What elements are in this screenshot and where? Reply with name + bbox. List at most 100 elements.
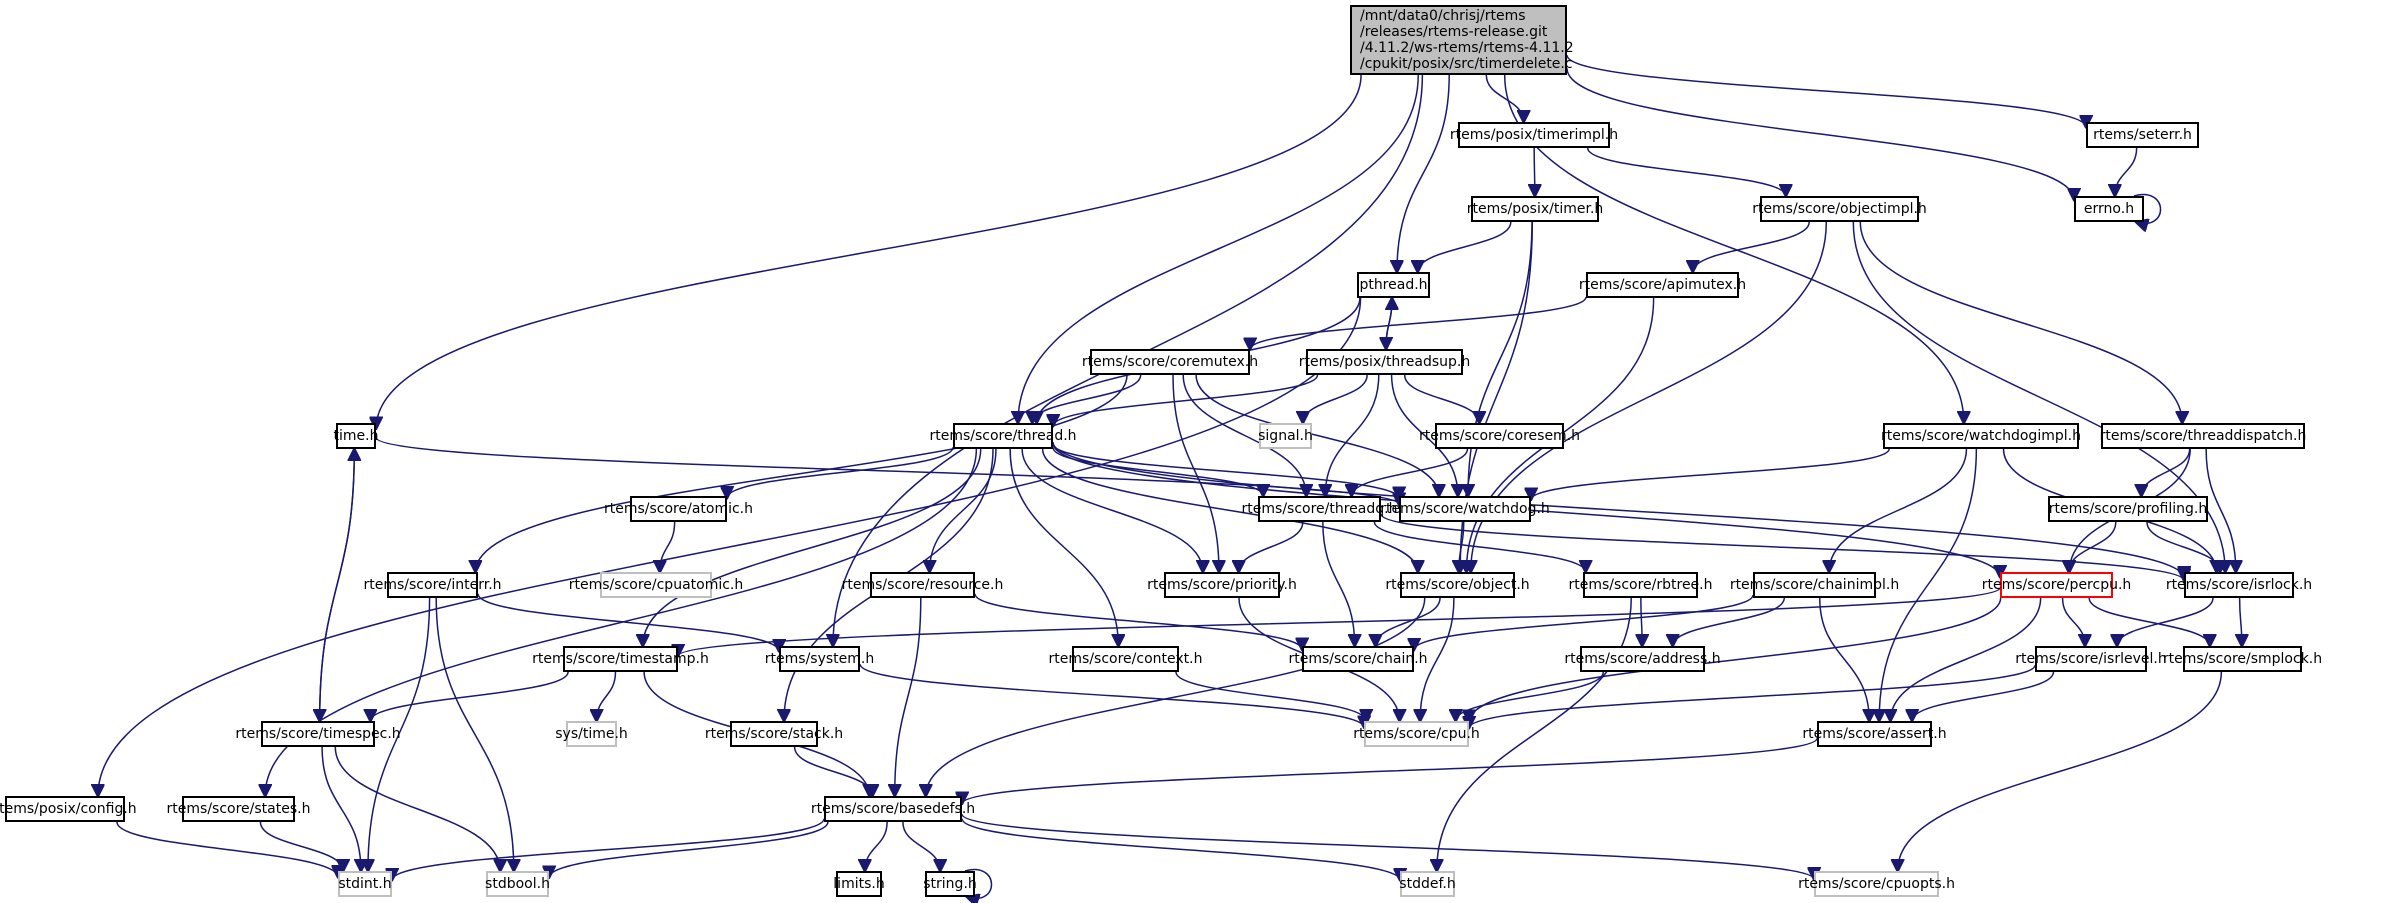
edge-assert-to-basedefs (962, 737, 1818, 803)
root-line: /mnt/data0/chrisj/rtems (1360, 8, 1526, 24)
edge-context-to-cpu (1175, 671, 1366, 721)
node-threadq[interactable]: rtems/score/threadq.h (1242, 496, 1397, 522)
node-watchdog[interactable]: rtems/score/watchdog.h (1380, 496, 1550, 522)
node-system[interactable]: rtems/system.h (765, 646, 874, 672)
edges-layer (98, 54, 2242, 899)
node-seterr[interactable]: rtems/seterr.h (2086, 122, 2199, 148)
edge-thread-to-resource (930, 448, 997, 572)
node-signal: signal.h (1258, 423, 1313, 449)
node-coremutex[interactable]: rtems/score/coremutex.h (1082, 349, 1258, 375)
edge-threadsup-to-threadq (1325, 374, 1380, 496)
edge-profiling-to-isrlock (2146, 521, 2220, 572)
node-stack[interactable]: rtems/score/stack.h (705, 721, 843, 747)
edge-object-to-basedefs (926, 597, 1426, 796)
root-file-node: /mnt/data0/chrisj/rtems /releases/rtems-… (1350, 5, 1574, 75)
root-line: /cpukit/posix/src/timerdelete.c (1360, 56, 1573, 72)
edge-coremutex-to-priority (1172, 374, 1219, 572)
node-context[interactable]: rtems/score/context.h (1049, 646, 1202, 672)
node-config[interactable]: rtems/posix/config.h (0, 796, 137, 822)
edge-object-to-chain (1375, 597, 1441, 646)
node-string[interactable]: string.h (923, 871, 977, 897)
edge-time-to-watchdog (375, 436, 1399, 504)
node-isrlock[interactable]: rtems/score/isrlock.h (2166, 572, 2312, 598)
edge-pthread-to-config (98, 297, 1362, 796)
edge-thread-to-object (1041, 448, 1418, 572)
edge-basedefs-to-string (902, 821, 940, 871)
node-percpu[interactable]: rtems/score/percpu.h (1982, 572, 2131, 598)
node-assert[interactable]: rtems/score/assert.h (1802, 721, 1947, 747)
edge-root-to-seterr (1566, 54, 2086, 127)
edge-threadq-to-isrlock (1380, 513, 2184, 580)
edge-chainimpl-to-chain (1414, 594, 1754, 650)
node-objectimpl[interactable]: rtems/score/objectimpl.h (1752, 196, 1927, 222)
edge-watchdog-to-object (1459, 521, 1464, 572)
edge-watchdogimpl-to-assert (1879, 448, 1978, 721)
edge-timestamp-to-timespec (370, 671, 569, 721)
node-apimutex[interactable]: rtems/score/apimutex.h (1579, 272, 1746, 298)
edge-root-to-timerimpl (1485, 74, 1523, 122)
edge-threadsup-to-coresem (1403, 374, 1480, 423)
node-time[interactable]: time.h (334, 423, 378, 449)
node-atomic[interactable]: rtems/score/atomic.h (604, 496, 753, 522)
node-threadsup[interactable]: rtems/posix/threadsup.h (1299, 349, 1470, 375)
node-chain[interactable]: rtems/score/chain.h (1288, 646, 1428, 672)
node-timerimpl[interactable]: rtems/posix/timerimpl.h (1450, 122, 1618, 148)
edge-isrlock-to-isrlevel (2117, 597, 2214, 646)
node-pthread[interactable]: pthread.h (1357, 272, 1430, 298)
edge-coremutex-to-watchdog (1195, 374, 1439, 496)
node-coresem[interactable]: rtems/score/coresem.h (1419, 423, 1580, 449)
node-interr[interactable]: rtems/score/interr.h (364, 572, 502, 598)
edge-basedefs-to-stdbool (549, 821, 829, 878)
node-priority[interactable]: rtems/score/priority.h (1147, 572, 1297, 598)
edge-timerimpl-to-objectimpl (1586, 147, 1786, 196)
edge-basedefs-to-limits (865, 821, 888, 871)
node-limits[interactable]: limits.h (833, 871, 885, 897)
node-isrlevel[interactable]: rtems/score/isrlevel.h (2015, 646, 2167, 672)
node-timer[interactable]: rtems/posix/timer.h (1467, 196, 1603, 222)
node-thread[interactable]: rtems/score/thread.h (929, 423, 1077, 449)
node-rbtree[interactable]: rtems/score/rbtree.h (1569, 572, 1713, 598)
node-timestamp[interactable]: rtems/score/timestamp.h (532, 646, 709, 672)
edge-timespec-to-time (318, 449, 355, 722)
edge-percpu-to-cpu (1469, 597, 2002, 722)
node-smplock[interactable]: rtems/score/smplock.h (2163, 646, 2322, 672)
edge-basedefs-to-cpuopts (961, 813, 1814, 879)
edge-thread-to-context (1009, 448, 1118, 646)
edge-apimutex-to-coremutex (1250, 296, 1587, 350)
edge-timerimpl-to-timer (1534, 147, 1535, 196)
node-chainimpl[interactable]: rtems/score/chainimpl.h (1730, 572, 1899, 598)
edge-chainimpl-to-address (1673, 597, 1786, 646)
edge-interr-to-system (477, 593, 779, 652)
root-line: /releases/rtems-release.git (1360, 24, 1548, 40)
edge-thread-to-isrlock (1052, 441, 2184, 578)
edge-string-to-string (965, 868, 993, 899)
node-object[interactable]: rtems/score/object.h (1385, 572, 1530, 598)
edge-threaddispatch-to-profiling (2141, 448, 2191, 496)
node-states[interactable]: rtems/score/states.h (167, 796, 310, 822)
node-address[interactable]: rtems/score/address.h (1564, 646, 1721, 672)
edge-percpu-to-timestamp (678, 587, 2001, 656)
edge-timespec-to-stdint (321, 746, 361, 871)
edge-config-to-stdint (116, 821, 338, 877)
edge-atomic-to-cpuatomic (660, 521, 676, 572)
edge-basedefs-to-stdint (392, 818, 825, 880)
node-threaddispatch[interactable]: rtems/score/threaddispatch.h (2100, 423, 2306, 449)
edge-threadq-to-priority (1239, 521, 1304, 572)
node-resource[interactable]: rtems/score/resource.h (842, 572, 1003, 598)
node-watchdogimpl[interactable]: rtems/score/watchdogimpl.h (1881, 423, 2081, 449)
edge-isrlevel-to-assert (1912, 671, 2055, 721)
node-profiling[interactable]: rtems/score/profiling.h (2048, 496, 2208, 522)
edge-threadq-to-rbtree (1373, 521, 1585, 572)
node-timespec[interactable]: rtems/score/timespec.h (235, 721, 401, 747)
node-systime: sys/time.h (555, 721, 628, 747)
edge-coresem-to-threadq (1352, 448, 1469, 496)
edge-watchdogimpl-to-chainimpl (1829, 448, 1968, 572)
edge-coremutex-to-interr (475, 374, 1128, 572)
edge-objectimpl-to-apimutex (1693, 221, 1810, 272)
edge-root-to-thread (1018, 74, 1419, 423)
node-errno[interactable]: errno.h (2074, 196, 2144, 222)
node-basedefs[interactable]: rtems/score/basedefs.h (811, 796, 975, 822)
edge-percpu-to-assert (1890, 597, 2042, 721)
edge-threadsup-to-signal (1303, 374, 1368, 423)
